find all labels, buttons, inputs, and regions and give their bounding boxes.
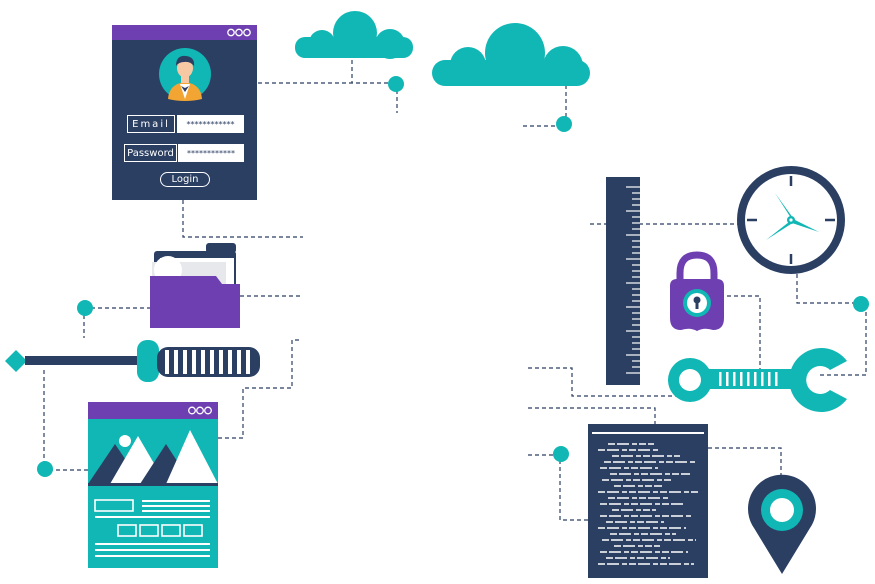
padlock-icon	[670, 251, 724, 331]
login-window	[112, 25, 257, 200]
screwdriver-icon	[5, 340, 260, 382]
wrench-icon	[668, 348, 847, 412]
password-field[interactable]: ************	[178, 144, 244, 162]
clock-icon	[737, 166, 845, 274]
cloud-icon	[295, 11, 413, 59]
login-button[interactable]: Login	[160, 172, 210, 187]
folder-icon	[150, 243, 240, 328]
cloud-icon	[432, 23, 590, 86]
email-label: Email	[127, 115, 175, 133]
ruler-icon	[606, 177, 640, 385]
image-placeholder-icon	[88, 402, 218, 568]
password-label: Password	[124, 144, 177, 162]
user-avatar-icon	[159, 48, 211, 101]
code-document-icon	[588, 424, 708, 578]
email-field[interactable]: ************	[177, 115, 244, 133]
location-pin-icon	[748, 474, 816, 574]
connector-nodes	[37, 76, 869, 477]
